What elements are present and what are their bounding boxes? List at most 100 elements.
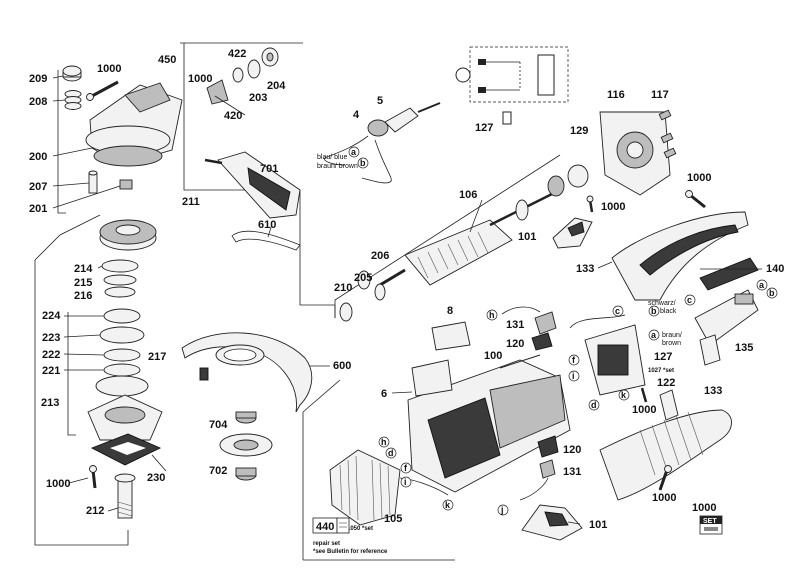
label-133-b: 133 (704, 385, 722, 397)
connection-letters: a b a b c c b a h f i d k h d f i k j (348, 146, 778, 516)
bearing-flange-213 (87, 394, 163, 441)
label-216: 216 (74, 290, 92, 302)
label-420: 420 (224, 110, 242, 122)
label-1000-d: 1000 (687, 172, 711, 184)
cover-101-lower (521, 504, 583, 541)
armature-106 (379, 164, 589, 287)
letter-a-top: a (351, 147, 357, 157)
letter-f-2: f (404, 463, 408, 473)
gasket-230 (90, 433, 162, 466)
set-badge-label: SET (703, 518, 717, 525)
rear-handle-133-lower (599, 409, 732, 501)
label-4: 4 (353, 109, 360, 121)
label-1000-h: 1000 (692, 502, 716, 514)
letter-b-right: b (769, 288, 775, 298)
label-201: 201 (29, 203, 47, 215)
label-704: 704 (209, 419, 228, 431)
part-labels: 209 1000 208 450 422 1000 204 203 420 20… (29, 48, 784, 531)
footnote-repair-set: repair set (313, 541, 340, 547)
label-116: 116 (607, 89, 625, 101)
label-222: 222 (42, 349, 60, 361)
letter-c-2: c (687, 295, 692, 305)
side-handle-701 (204, 151, 301, 219)
rear-handle-133-top (611, 211, 749, 301)
spindle-stack (95, 259, 149, 397)
note-1027-set: 1027 *set (648, 368, 674, 374)
label-100: 100 (484, 350, 502, 362)
label-221: 221 (42, 365, 60, 377)
label-208: 208 (29, 96, 47, 108)
screws-117 (658, 109, 677, 159)
label-120-a: 120 (506, 338, 524, 350)
flange-nut-704 (235, 411, 257, 424)
letter-d-1: d (591, 400, 597, 410)
label-140: 140 (766, 263, 784, 275)
label-127-a: 127 (475, 122, 493, 134)
brush-holder-131-120 (501, 306, 557, 351)
letter-i-1: i (572, 371, 575, 381)
label-133-a: 133 (576, 263, 594, 275)
wiring-schematic (455, 46, 569, 125)
label-135: 135 (735, 342, 753, 354)
label-205: 205 (354, 272, 372, 284)
label-702: 702 (209, 465, 227, 477)
footnote-bulletin: *see Bulletin for reference (313, 549, 388, 555)
spindle-212 (114, 473, 136, 519)
wire-schwarz: schwarz/ (648, 300, 676, 307)
label-1000-g: 1000 (652, 492, 676, 504)
bushing-201 (119, 179, 133, 190)
label-122: 122 (657, 377, 675, 389)
rings-208 (64, 90, 82, 110)
wire-blau-blue: blau/ blue (317, 154, 347, 161)
label-1000-c: 1000 (601, 201, 625, 213)
letter-h-2: h (381, 437, 387, 447)
label-200: 200 (29, 151, 47, 163)
label-701: 701 (260, 163, 278, 175)
label-224: 224 (42, 310, 61, 322)
washer-422 (232, 67, 244, 83)
label-106: 106 (459, 189, 477, 201)
label-129: 129 (570, 125, 588, 137)
label-207: 207 (29, 181, 47, 193)
fan-washers-206-205-210 (339, 270, 386, 322)
group-lines (34, 42, 561, 561)
name-plates-8-6 (411, 321, 471, 397)
label-1000-a: 1000 (97, 63, 121, 75)
brush-cover-101-top (552, 217, 593, 249)
pad-140 (699, 257, 759, 291)
label-217: 217 (148, 351, 166, 363)
label-213: 213 (41, 397, 59, 409)
brush-set-lower (519, 435, 559, 501)
label-214: 214 (74, 263, 93, 275)
label-206: 206 (371, 250, 389, 262)
leader-lines (52, 75, 762, 525)
label-610: 610 (258, 219, 276, 231)
letter-f-1: f (572, 355, 576, 365)
letter-h-1: h (489, 310, 495, 320)
label-223: 223 (42, 332, 60, 344)
label-1000-e: 1000 (632, 404, 656, 416)
label-117: 117 (651, 89, 669, 101)
label-212: 212 (86, 505, 104, 517)
note-1050-set: 1050 *set (347, 526, 373, 532)
label-440: 440 (316, 521, 334, 533)
letter-c-1: c (615, 306, 620, 316)
label-105: 105 (384, 513, 402, 525)
letter-a-right: a (759, 280, 765, 290)
screw-1000-122 (640, 387, 679, 421)
screw-1000-lower-right (658, 465, 672, 491)
screw-1000-handle (685, 190, 706, 209)
gear-housing-200 (85, 82, 183, 167)
switch-assembly-127 (569, 314, 646, 396)
label-127-b: 127 (654, 351, 672, 363)
label-101-a: 101 (518, 231, 536, 243)
bearing-204 (261, 47, 279, 67)
wire-braun-brown: braun/ brown (317, 163, 358, 170)
label-422: 422 (228, 48, 246, 60)
letter-b-mid: b (651, 306, 657, 316)
label-5: 5 (377, 95, 383, 107)
pinion-1000 (206, 79, 229, 105)
kit-badge-440: 440 (312, 517, 350, 534)
label-8: 8 (447, 305, 453, 317)
